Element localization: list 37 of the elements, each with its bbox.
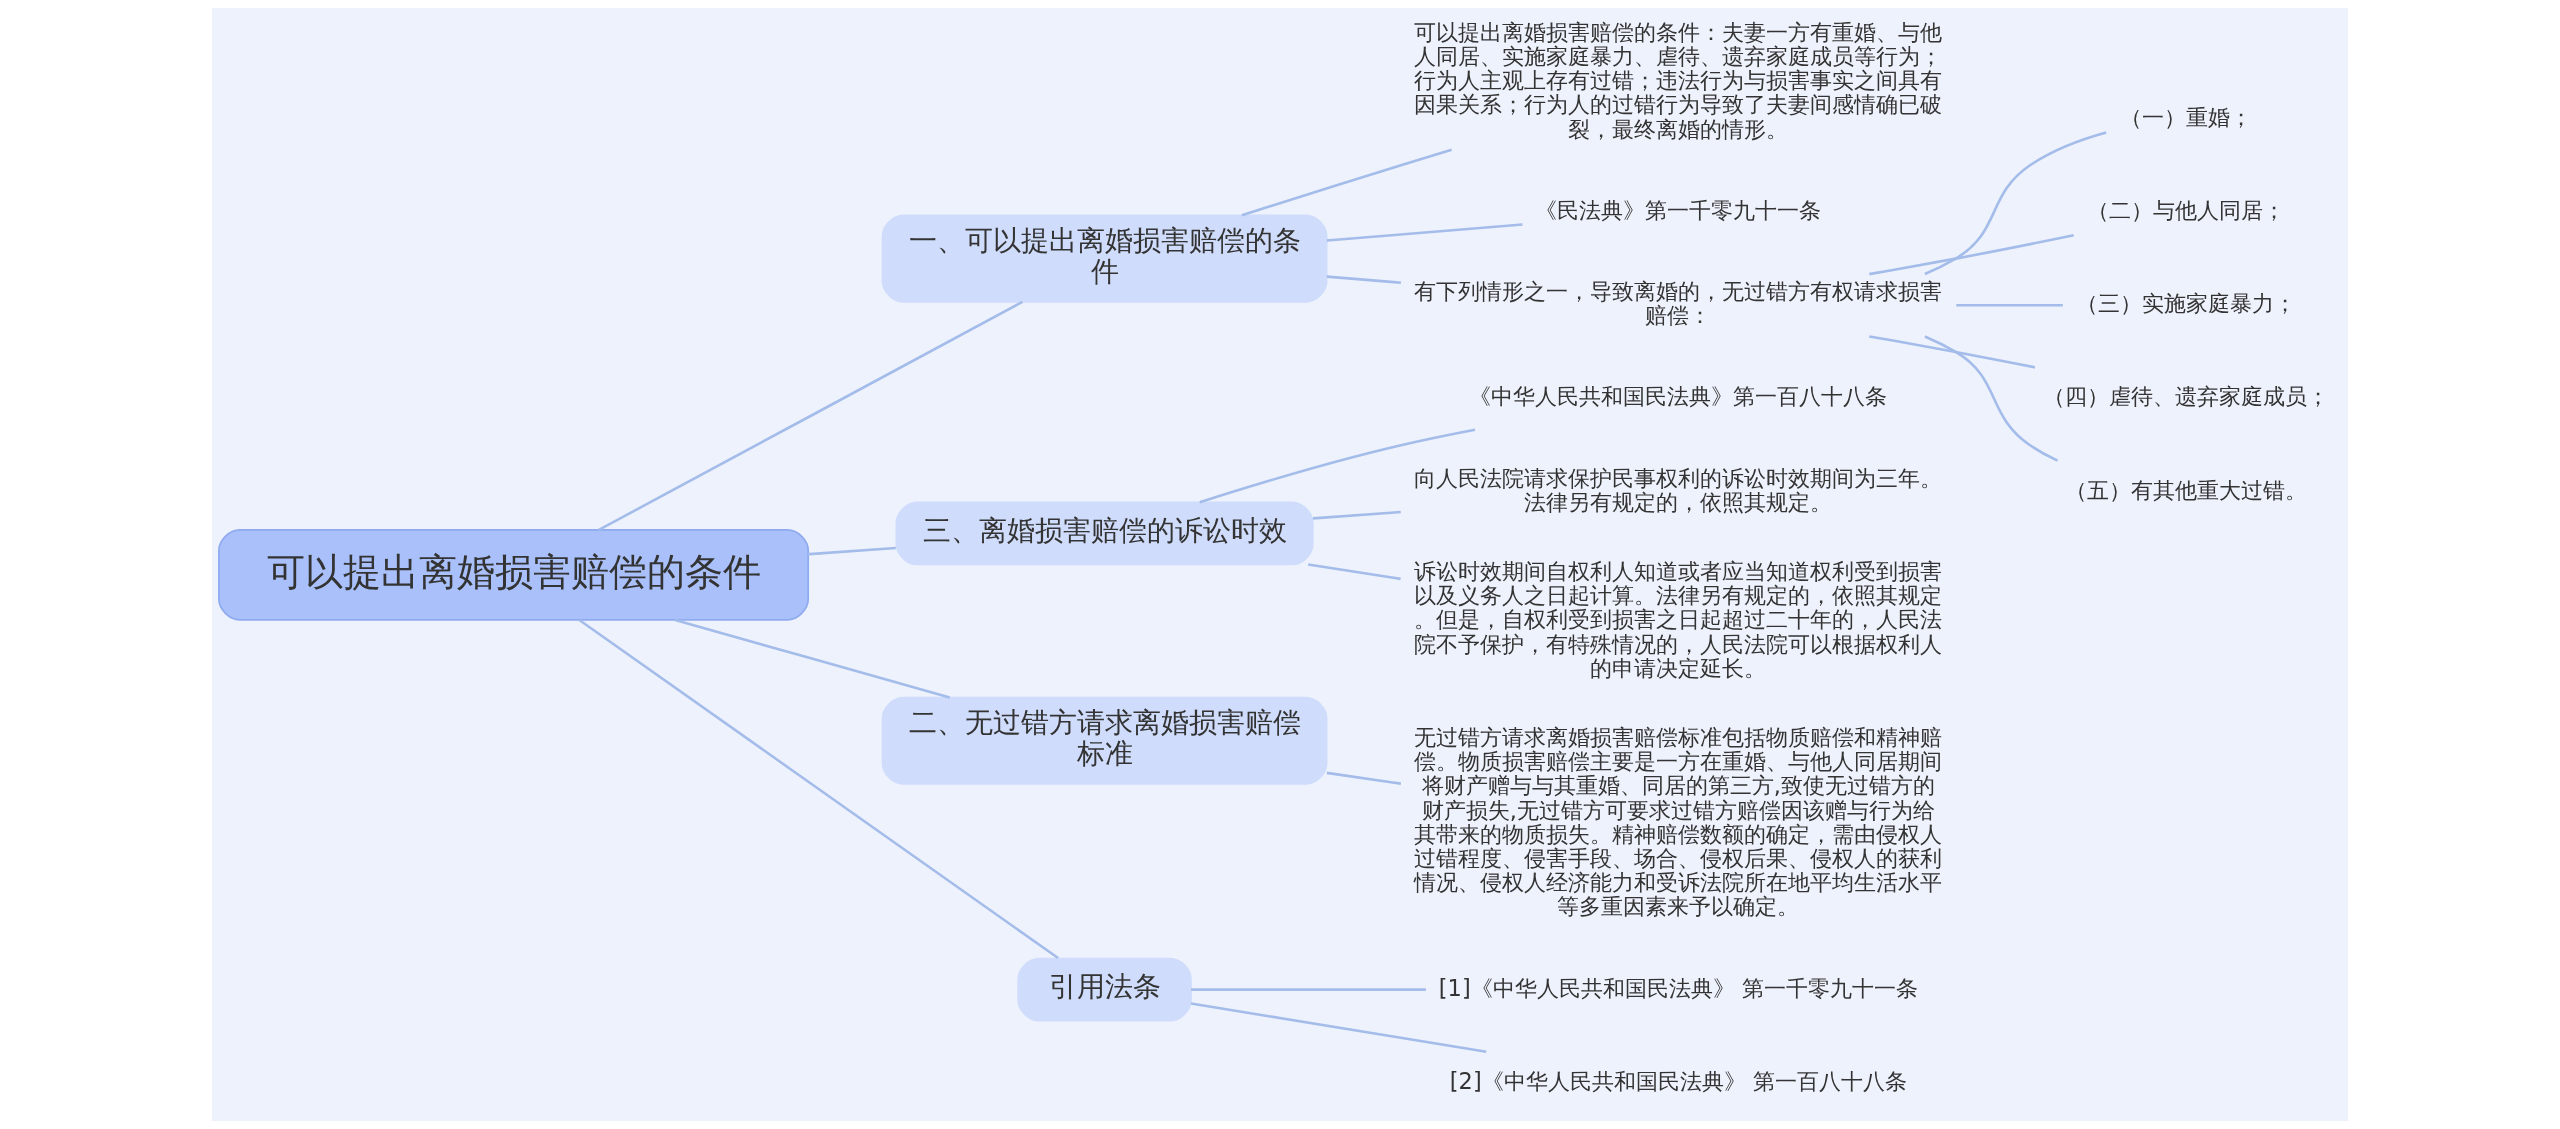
node-box: 二、无过错方请求离婚损害赔偿标准 [881,696,1328,785]
connector [1190,1002,1487,1054]
connector [1956,304,2063,307]
connector [808,546,896,556]
node-text: [2]《中华人民共和国民法典》 第一百八十八条 [1449,1067,1907,1094]
connector [1191,988,1426,991]
connector [1326,771,1402,785]
node-text: （四）虐待、遗弃家庭成员； [2042,383,2329,410]
connector [578,619,1059,960]
connector [1924,335,2059,462]
node-text: 向人民法院请求保护民事权利的诉讼时效期间为三年。法律另有规定的，依照其规定。 [1414,464,1943,515]
connector [1326,223,1523,242]
node-text: 有下列情形之一，导致离婚的，无过错方有权请求损害赔偿： [1414,278,1943,329]
node-box: 可以提出离婚损害赔偿的条件 [218,529,810,621]
node-text: （二）与他人同居； [2086,196,2285,223]
node-text: （一）重婚； [2119,103,2252,130]
node-text: 可以提出离婚损害赔偿的条件：夫妻一方有重婚、与他人同居、实施家庭暴力、虐待、遗弃家庭成员等行为；行为人主观上存有过错；违法行为与损害事实之间具有因果关系；行为人的过错行为导致了夫妻间感情确已破裂，最终离婚的情形。 [1414,18,1943,142]
node-text: （三）实施家庭暴力； [2075,290,2296,317]
node-box: 一、可以提出离婚损害赔偿的条件 [881,214,1328,303]
connector [1241,148,1452,217]
node-text: [1]《中华人民共和国民法典》 第一千零九十一条 [1438,974,1918,1001]
connector [1326,275,1401,284]
connector [1199,428,1476,504]
node-text: 无过错方请求离婚损害赔偿标准包括物质赔偿和精神赔偿。物质损害赔偿主要是一方在重婚、与他人同居期间将财产赠与与其重婚、同居的第三方,致使无过错方的财产损失,无过错方可要求过错方赔偿因该赠与行为给其带来的物质损失。精神赔偿数额的确定，需由侵权人过错程度、侵害手段、场合、侵权后果、侵权人的获利情况、侵权人经济能力和受诉法院所在地平均生活水平等多重因素来予以确定。 [1414,723,1943,920]
node-text: 《民法典》第一千零九十一条 [1535,196,1822,223]
node-text: 诉讼时效期间自权利人知道或者应当知道权利受到损害以及义务人之日起计算。法律另有规定的，依照其规定。但是，自权利受到损害之日起超过二十年的，人民法院不予保护，有特殊情况的，人民法院可以根据权利人的申请决定延长。 [1414,558,1943,681]
connector [674,618,951,699]
node-text: （五）有其他重大过错。 [2064,476,2307,503]
node-text: 《中华人民共和国民法典》第一百八十八条 [1469,383,1888,410]
connector [1869,234,2074,276]
node-box: 引用法条 [1017,957,1192,1022]
connector [1869,335,2036,369]
node-box: 三、离婚损害赔偿的诉讼时效 [895,501,1314,566]
connector [598,300,1024,532]
connector [1312,510,1401,520]
connector [1924,131,2107,276]
connector [1308,563,1401,581]
